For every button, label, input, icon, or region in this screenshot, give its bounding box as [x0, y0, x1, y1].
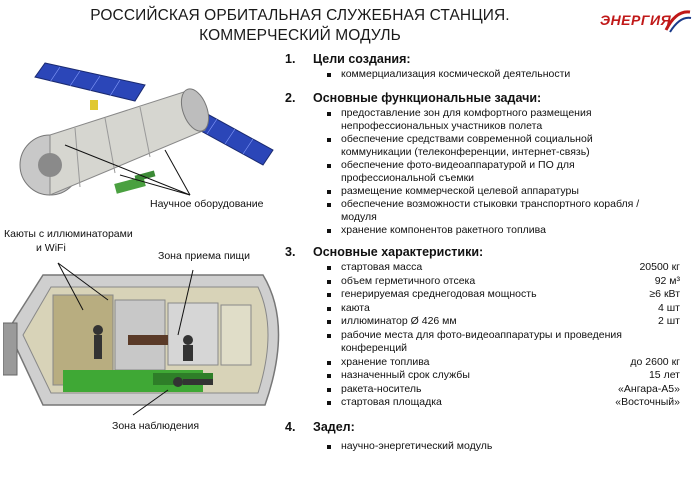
station-exterior-illustration [19, 62, 274, 196]
spec-row: стартовая площадка«Восточный» [285, 396, 690, 410]
label-food-zone: Зона приема пищи [158, 250, 250, 262]
section-goals-title: Цели создания: [313, 52, 411, 66]
section-goals: 1. Цели создания: [285, 52, 411, 66]
section-tasks-title: Основные функциональные задачи: [313, 91, 542, 105]
section-groundwork-title: Задел: [313, 419, 355, 434]
module-interior-illustration [3, 262, 280, 416]
list-item: обеспечение возможности стыковки транспо… [285, 198, 641, 224]
logo-text: ЭНЕРГИЯ [600, 12, 672, 28]
section-specs: 3. Основные характеристики: [285, 245, 484, 259]
list-item: размещение коммерческой целевой аппарату… [285, 185, 690, 198]
list-item: коммерциализация космической деятельност… [285, 68, 690, 81]
spec-row: ракета-носитель«Ангара-А5» [285, 383, 690, 397]
label-cabins-line-2: и WiFi [36, 242, 66, 254]
section-groundwork: 4. Задел: [285, 419, 355, 434]
energia-logo: ЭНЕРГИЯ [600, 8, 692, 34]
station-body [19, 88, 210, 196]
left-solar-panel [34, 62, 146, 102]
section-specs-title: Основные характеристики: [313, 245, 484, 259]
title-line-2: КОММЕРЧЕСКИЙ МОДУЛЬ [199, 27, 401, 44]
label-cabins-line-1: Каюты с иллюминаторами [4, 228, 133, 240]
info-column: 1. Цели создания: коммерциализация косми… [285, 50, 690, 453]
list-item: научно-энергетический модуль [285, 440, 690, 453]
logo-emblem-icon [664, 10, 692, 33]
list-item: хранение компонентов ракетного топлива [285, 224, 690, 237]
list-item: обеспечение средствами современной социа… [285, 133, 631, 159]
list-item: обеспечение фото-видеоаппаратурой и ПО д… [285, 159, 601, 185]
page-title: РОССИЙСКАЯ ОРБИТАЛЬНАЯ СЛУЖЕБНАЯ СТАНЦИЯ… [60, 6, 540, 46]
title-line-1: РОССИЙСКАЯ ОРБИТАЛЬНАЯ СЛУЖЕБНАЯ СТАНЦИЯ… [90, 7, 510, 24]
label-science-equipment: Научное оборудование [150, 198, 264, 210]
spec-row: рабочие места для фото-видеоаппаратуры и… [285, 329, 641, 356]
module-interior [52, 294, 252, 392]
list-item: предоставление зон для комфортного разме… [285, 107, 611, 133]
spec-row: генерируемая среднегодовая мощность≥6 кВ… [285, 288, 690, 302]
section-tasks: 2. Основные функциональные задачи: [285, 91, 542, 105]
label-observation-zone: Зона наблюдения [112, 420, 200, 432]
